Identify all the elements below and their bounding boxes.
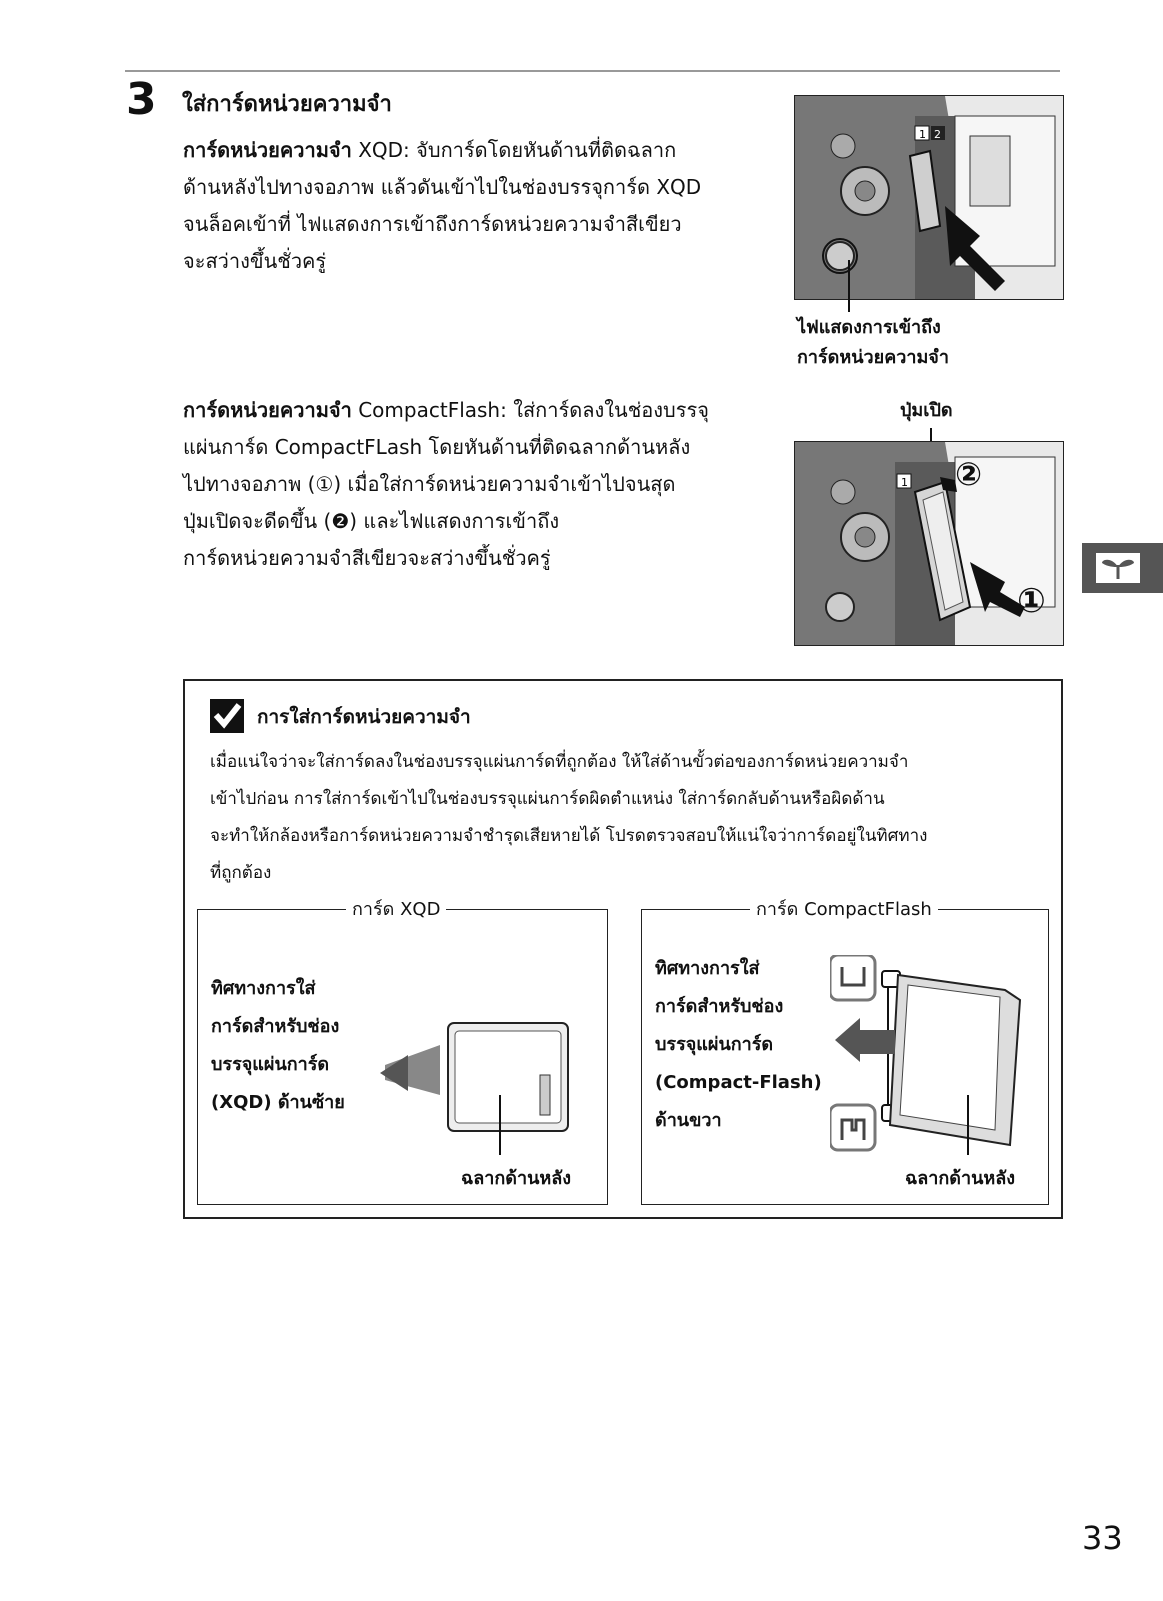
cf-lead: การ์ดหน่วยความจำ: [183, 398, 352, 422]
cf-box-title: การ์ด CompactFlash: [750, 897, 938, 923]
xqd-card-illustration: [380, 1022, 569, 1155]
xqd-lead: การ์ดหน่วยความจำ: [183, 138, 352, 162]
eject-button-label: ปุ่มเปิด: [900, 400, 953, 421]
top-rule: [125, 70, 1060, 72]
cf-rear-label: ฉลากด้านหลัง: [905, 1168, 1016, 1189]
xqd-insertion-photo: 1 2: [794, 95, 1064, 300]
xqd-paragraph: การ์ดหน่วยความจำ XQD: จับการ์ดโดยหันด้าน…: [183, 132, 701, 280]
xqd-box-title: การ์ด XQD: [346, 897, 447, 923]
section-tab: [1082, 543, 1163, 593]
camera-xqd-illustration: 1 2: [795, 96, 1063, 299]
xqd-box-text: ทิศทางการใส่ การ์ดสำหรับช่อง บรรจุแผ่นกา…: [211, 970, 345, 1122]
step-title: ใส่การ์ดหน่วยความจำ: [182, 92, 392, 117]
xqd-callout-line: [848, 260, 850, 312]
xqd-rear-label: ฉลากด้านหลัง: [461, 1168, 572, 1189]
marker-2-icon: ②: [955, 455, 983, 493]
slot-1-number: 1: [919, 128, 926, 141]
cf-insertion-photo: 1 ② ①: [794, 441, 1064, 646]
check-icon: [210, 699, 244, 733]
step-number: 3: [126, 74, 157, 125]
cf-arrow-icon: [835, 1018, 895, 1062]
sprout-icon: [1096, 553, 1140, 583]
page-number: 33: [1082, 1519, 1123, 1557]
cf-paragraph: การ์ดหน่วยความจำ CompactFlash: ใส่การ์ดล…: [183, 392, 709, 577]
cf-card-illustration: [830, 955, 1022, 1155]
marker-1-icon: ①: [1017, 581, 1046, 621]
xqd-direction-text: ทิศทางการใส่ การ์ดสำหรับช่อง บรรจุแผ่นกา…: [211, 978, 345, 1113]
slot-2-number: 2: [934, 128, 941, 141]
note-body: เมื่อแน่ใจว่าจะใส่การ์ดลงในช่องบรรจุแผ่น…: [210, 752, 928, 883]
access-lamp-label: ไฟแสดงการเข้าถึง การ์ดหน่วยความจำ: [797, 317, 949, 368]
camera-cf-illustration: 1: [795, 442, 1063, 645]
xqd-text: XQD: จับการ์ดโดยหันด้านที่ติดฉลาก ด้านหล…: [183, 138, 702, 273]
note-box: [183, 679, 1063, 1219]
cf-direction-text: ทิศทางการใส่ การ์ดสำหรับช่อง บรรจุแผ่นกา…: [655, 958, 822, 1131]
cf-box-text: ทิศทางการใส่ การ์ดสำหรับช่อง บรรจุแผ่นกา…: [655, 950, 822, 1140]
note-title: การใส่การ์ดหน่วยความจำ: [257, 706, 471, 728]
cf-text: CompactFlash: ใส่การ์ดลงในช่องบรรจุ แผ่น…: [183, 398, 709, 570]
cf-slot-1-number: 1: [901, 476, 908, 489]
